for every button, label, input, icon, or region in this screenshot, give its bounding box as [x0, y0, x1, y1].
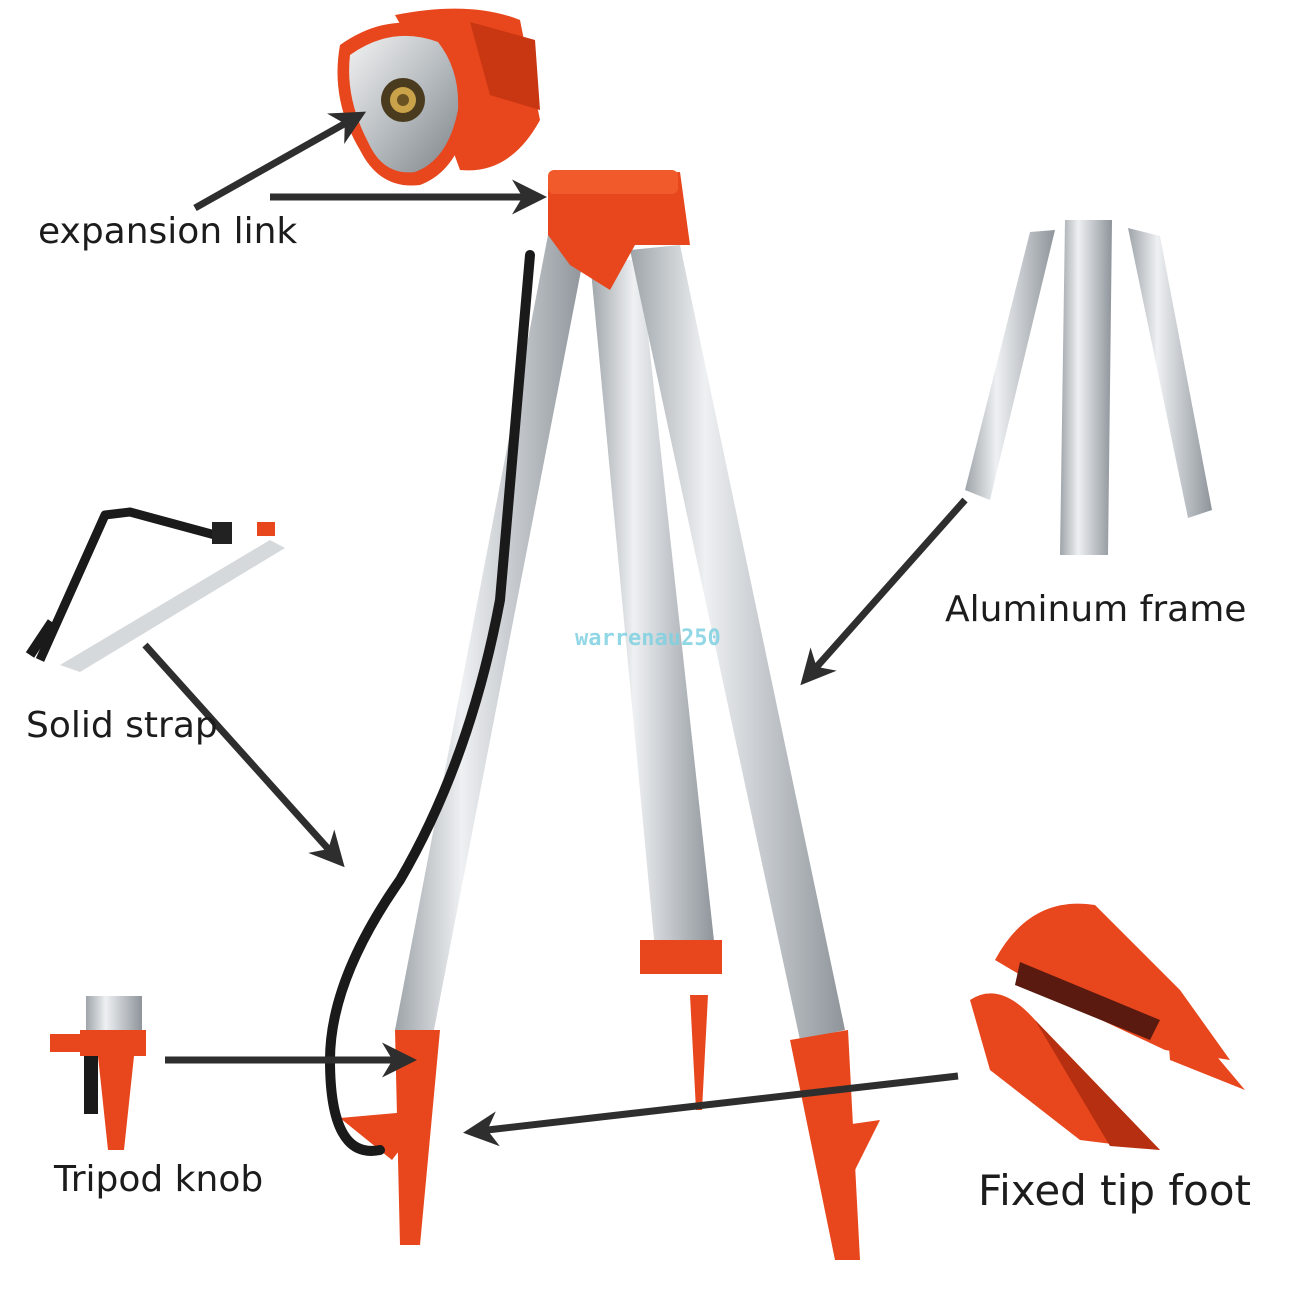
expansion-link-closeup — [337, 8, 540, 186]
fixed-tip-foot-closeup — [970, 903, 1245, 1150]
label-fixed-tip-foot: Fixed tip foot — [978, 1166, 1251, 1215]
fixed-tip-foot-arrow — [463, 1072, 959, 1147]
label-expansion-link: expansion link — [38, 211, 298, 252]
watermark: warrenau250 — [575, 626, 721, 651]
label-aluminum-frame: Aluminum frame — [945, 589, 1247, 630]
label-solid-strap: Solid strap — [26, 705, 218, 746]
tripod-knob-closeup — [50, 996, 146, 1150]
solid-strap-arrow — [142, 642, 345, 868]
expansion-link-arrow-to-closeup — [193, 111, 367, 212]
label-tripod-knob: Tripod knob — [54, 1159, 264, 1200]
aluminum-frame-arrow — [800, 497, 968, 686]
strap-closeup — [25, 507, 285, 672]
aluminum-frame-closeup — [965, 220, 1212, 555]
tripod-strap — [324, 250, 535, 1156]
